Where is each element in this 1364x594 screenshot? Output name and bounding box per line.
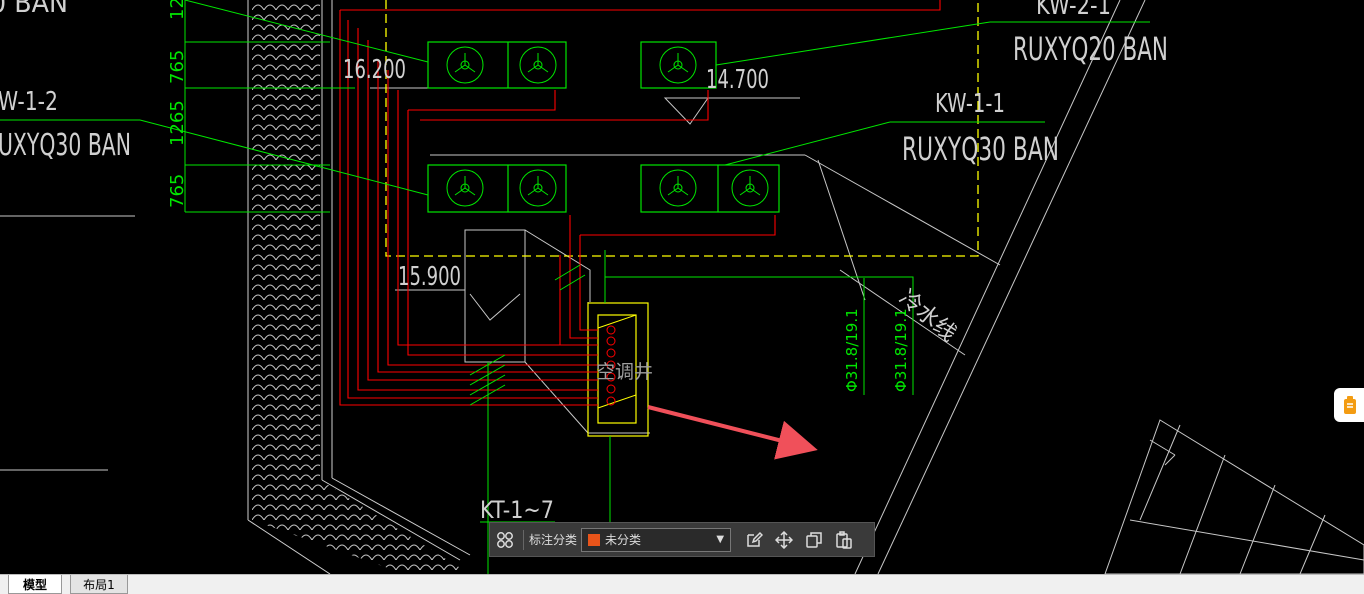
label-dim-126: 126 [167,0,188,20]
tab-layout1[interactable]: 布局1 [70,575,128,594]
chevron-down-icon: ▼ [716,534,725,545]
label-kw-1-1: KW-1-1 [935,89,1005,119]
tab-model[interactable]: 模型 [8,575,62,594]
layout-tab-bar: 模型 布局1 [0,574,1364,594]
label-kt: KT-1~7 [480,496,554,524]
label-elev-16200: 16.200 [343,55,406,85]
bookmark-icon [1344,396,1356,414]
cad-canvas[interactable]: 0 BAN W-1-2 UXYQ30 BAN KW-2-1 RUXYQ20 BA… [0,0,1364,574]
label-dim-765a: 765 [167,50,188,84]
label-ruxyq30-left: UXYQ30 BAN [0,128,131,163]
leader-lines [0,0,1150,574]
paste-icon[interactable] [829,525,859,555]
annotation-toolbar: 标注分类 未分类 ▼ [489,522,875,557]
label-dim-1265: 1265 [167,100,188,146]
tab-layout1-label: 布局1 [83,577,115,592]
side-panel-button[interactable] [1334,388,1364,422]
category-label: 标注分类 [529,533,578,547]
label-ban-top: 0 BAN [0,0,68,19]
outdoor-units [427,41,780,213]
category-color-swatch [588,533,601,546]
label-elev-15900: 15.900 [398,262,461,292]
label-kw-1-2: W-1-2 [0,87,58,117]
fan-icons [446,46,769,207]
label-pipe-1: Φ31.8/19.1 [843,308,861,392]
pipe-risers [606,325,616,406]
cad-drawing[interactable]: 0 BAN W-1-2 UXYQ30 BAN KW-2-1 RUXYQ20 BA… [0,0,1364,574]
label-pipe-2: Φ31.8/19.1 [892,308,910,392]
zone-boundary [385,0,979,257]
edit-icon[interactable] [739,525,769,555]
label-kw-2-1: KW-2-1 [1036,0,1111,21]
building-wall [247,0,471,574]
copy-icon[interactable] [799,525,829,555]
site-lines [0,0,1364,574]
refrigerant-pipes [339,0,941,406]
label-ruxyq30-right: RUXYQ30 BAN [902,130,1059,168]
category-value: 未分类 [605,533,642,547]
tab-model-label: 模型 [22,577,47,592]
shaft-box [587,302,649,437]
category-select[interactable]: 未分类 ▼ [581,527,732,552]
toolbar-divider [523,529,524,550]
label-elev-14700: 14.700 [706,65,769,95]
annotation-arrow[interactable] [647,405,818,460]
label-dim-765b: 765 [167,174,188,208]
label-ruxyq20: RUXYQ20 BAN [1013,30,1168,68]
grid-icon[interactable] [490,525,520,555]
label-shaft: 空调井 [596,361,653,383]
move-icon[interactable] [769,525,799,555]
drawing-labels: 0 BAN W-1-2 UXYQ30 BAN KW-2-1 RUXYQ20 BA… [0,0,1168,524]
